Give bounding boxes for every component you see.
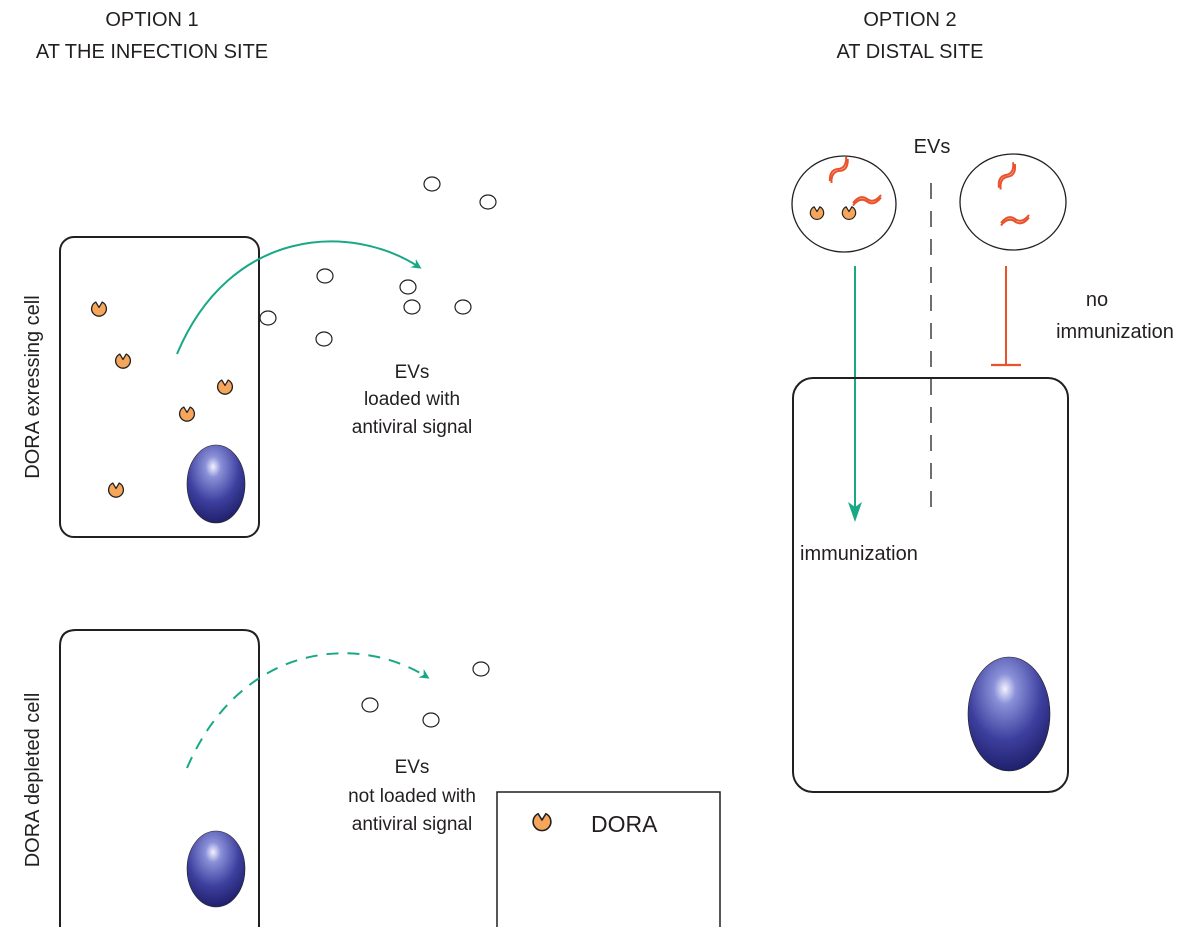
dora-protein-icon — [90, 301, 108, 317]
caption-line: loaded with — [364, 389, 460, 410]
nucleus — [186, 830, 246, 908]
ev-vesicle — [454, 299, 472, 315]
dora-expressing-cell-label: DORA exressing cell — [22, 295, 44, 478]
caption-line: EVs — [395, 757, 430, 778]
loaded-evs-cluster — [259, 176, 497, 347]
ev-vesicle — [399, 279, 417, 295]
cell-membrane — [59, 629, 260, 927]
legend-box: DORA — [496, 791, 721, 927]
nucleus — [967, 656, 1051, 772]
viral-rna-icon — [1000, 214, 1030, 227]
nucleus — [186, 444, 246, 524]
dora-protein-icon — [841, 206, 857, 221]
caption-line: antiviral signal — [352, 814, 472, 835]
viral-rna-icon — [852, 194, 882, 207]
caption-line: not loaded with — [348, 786, 476, 807]
viral-rna-icon — [823, 155, 854, 184]
dora-depleted-cell: DORA depleted cell — [22, 629, 260, 927]
ev-membrane — [791, 155, 897, 253]
option1-subtitle: AT THE INFECTION SITE — [36, 41, 268, 63]
ev-vesicle — [315, 331, 333, 347]
option2-heading: OPTION 2 AT DISTAL SITE — [836, 9, 983, 63]
unloaded-evs-cluster — [361, 661, 490, 728]
ev-vesicle — [472, 661, 490, 677]
no-immunization-label: no — [1086, 289, 1108, 311]
option1-title: OPTION 1 — [105, 9, 198, 31]
option1-heading: OPTION 1 AT THE INFECTION SITE — [36, 9, 268, 63]
dora-expressing-cell: DORA exressing cell — [22, 236, 260, 538]
dora-protein-icon — [114, 353, 132, 369]
immunization-arrow-head — [848, 502, 862, 522]
option2-subtitle: AT DISTAL SITE — [836, 41, 983, 63]
legend-frame — [496, 791, 721, 927]
distal-evs-label: EVs — [914, 136, 951, 158]
unloaded-evs-caption: EVs not loaded with antiviral signal — [348, 757, 476, 835]
ev-vesicle — [361, 697, 379, 713]
dora-depleted-cell-label: DORA depleted cell — [22, 693, 44, 868]
viral-rna-icon — [992, 161, 1022, 191]
ev-vesicle — [403, 299, 421, 315]
dora-protein-icon — [178, 406, 196, 422]
ev-vesicle — [479, 194, 497, 210]
caption-line: EVs — [395, 362, 430, 383]
dora-protein-icon — [107, 482, 125, 498]
ev-membrane — [959, 153, 1067, 251]
loaded-evs-caption: EVs loaded with antiviral signal — [352, 362, 472, 438]
caption-line: antiviral signal — [352, 417, 472, 438]
secretion-arrow — [176, 240, 422, 355]
recipient-cell-membrane — [792, 377, 1069, 793]
dora-legend-icon — [532, 812, 552, 832]
no-immunization-label: immunization — [1056, 321, 1174, 343]
ev-vesicle — [316, 268, 334, 284]
option2-title: OPTION 2 — [863, 9, 956, 31]
immunization-label: immunization — [800, 543, 918, 565]
ev-vesicle — [259, 310, 277, 326]
ev-rna-only — [959, 153, 1067, 251]
secretion-arrow-dashed — [186, 652, 430, 769]
dora-protein-icon — [809, 206, 825, 221]
cell-membrane — [59, 236, 260, 538]
dora-protein-icon — [216, 379, 234, 395]
legend-label: DORA — [591, 811, 658, 837]
ev-loaded-with-dora — [791, 155, 897, 253]
ev-vesicle — [423, 176, 441, 192]
distal-site: EVs immunization no immunization — [791, 136, 1174, 793]
ev-vesicle — [422, 712, 440, 728]
